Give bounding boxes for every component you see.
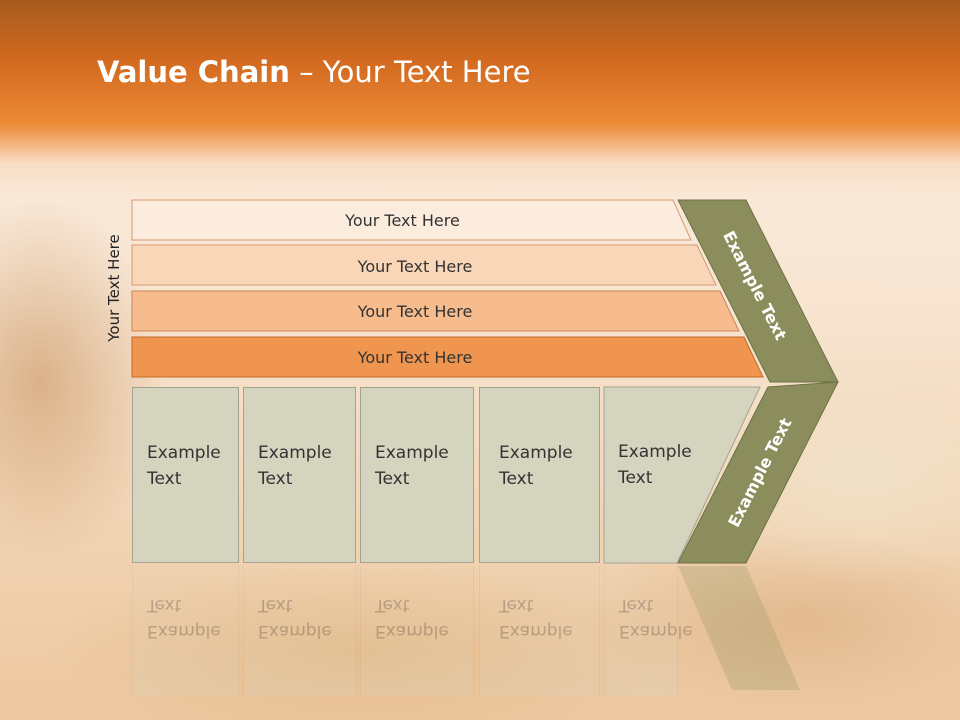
bar-shape-2 [131, 244, 717, 286]
cell-2-line2: Text [258, 469, 293, 489]
bar-3-label: Your Text Here [357, 301, 473, 321]
bar-1-label: Your Text Here [345, 210, 460, 230]
last-cell-shape [603, 386, 761, 564]
title-bold: Value Chain [97, 55, 290, 89]
bar-2: Your Text Here [132, 246, 698, 286]
cell-5-line1: Example [618, 442, 692, 462]
cell-3-line1: Example [375, 443, 449, 463]
slide-title: Value Chain – Your Text Here [97, 55, 531, 89]
title-rest: – Your Text Here [289, 55, 531, 89]
cell-4-line1: Example [499, 443, 573, 463]
cell-1-line1: Example [147, 443, 221, 463]
bar-4-label: Your Text Here [357, 347, 473, 367]
cell-3-line2: Text [375, 469, 410, 489]
bar-shape-4 [131, 336, 764, 378]
bar-2-label: Your Text Here [357, 256, 473, 276]
bar-shape-1 [131, 199, 692, 241]
chevron-bottom-arm [677, 381, 839, 564]
header-band [0, 0, 960, 200]
bar-4: Your Text Here [132, 337, 698, 377]
bar-1: Your Text Here [132, 200, 673, 240]
cell-5-line2: Text [618, 468, 653, 488]
chevron-reflection [678, 566, 800, 690]
cell-4-line2: Text [499, 469, 534, 489]
bar-3: Your Text Here [132, 291, 698, 331]
cell-2-line1: Example [258, 443, 332, 463]
cell-1-line2: Text [147, 469, 182, 489]
bar-shape-3 [131, 290, 740, 332]
